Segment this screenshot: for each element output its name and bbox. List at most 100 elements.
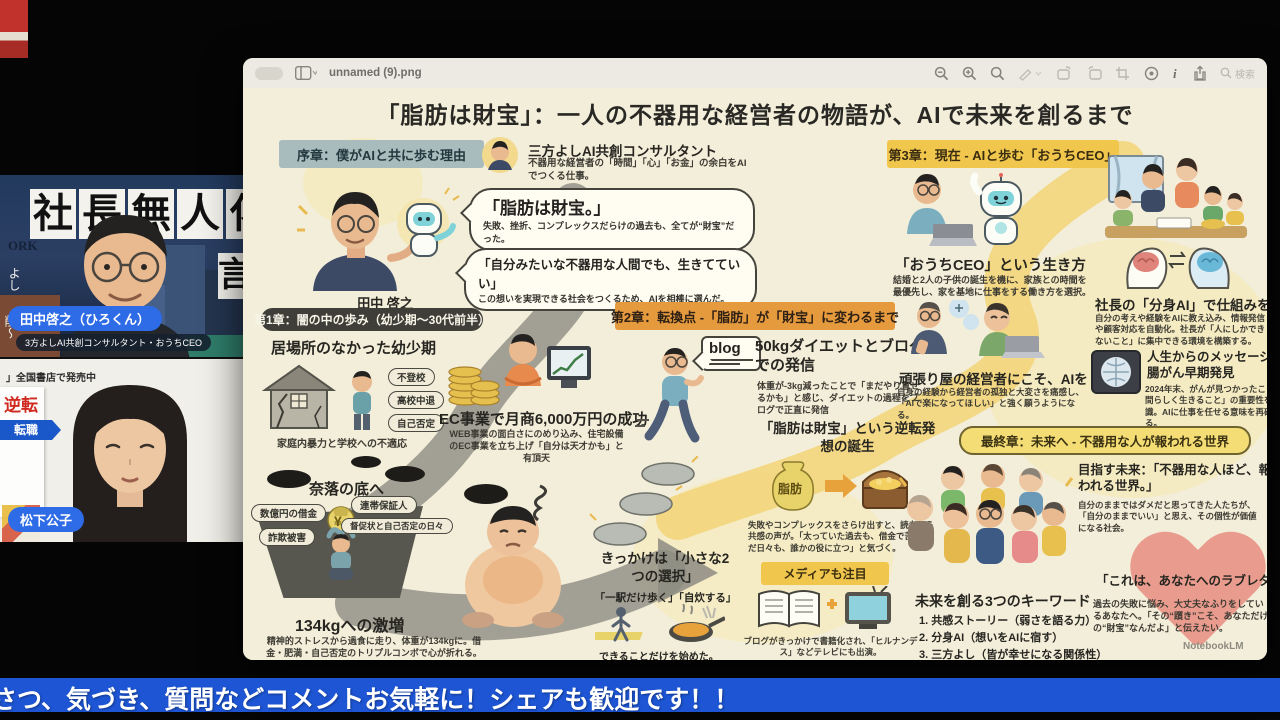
prologue-ribbon: 序章：僕がAIと共に歩む理由 xyxy=(268,140,495,168)
trigger-caption: できることだけを始めた。 xyxy=(599,652,719,660)
notebooklm-credit: NotebookLM xyxy=(1183,641,1244,652)
webcam-matsushita[interactable]: 」全国書店で発売中 逆転 転職 松下公子 xyxy=(0,357,243,542)
abyss-tag: 数億円の借金 xyxy=(251,504,327,522)
tanaka-name-badge: 田中啓之（ひろくん） xyxy=(8,306,163,331)
message-title: 人生からのメッセージ：直腸がん早期発見 xyxy=(1147,350,1267,380)
dark-cloud xyxy=(385,466,425,482)
book-and-tv-illustration xyxy=(758,586,891,629)
zoom-out-icon[interactable] xyxy=(934,66,949,81)
quote-desc: この想いを実現できる社会をつくるため、AIを相棒に選んだ。 xyxy=(478,294,730,304)
ec-desc: WEB事業の面白さにのめり込み、住宅設備のEC事業を立ち上げ「自分は天才かも」と… xyxy=(449,429,624,464)
stepping-stones-illustration xyxy=(589,456,698,546)
man-in-pit-illustration: ¥ xyxy=(326,506,356,580)
media-desc: ブログがきっかけで書籍化され、「ヒルナンデス」などテレビにも出演。 xyxy=(743,636,918,658)
ouchi-ceo-illustration xyxy=(907,172,1022,246)
trigger-choices: 「一駅だけ歩く」「自炊する」 xyxy=(594,592,737,604)
consultant-avatar xyxy=(482,137,518,173)
matsushita-portrait xyxy=(73,385,187,542)
dark-cloud xyxy=(351,456,381,468)
group-photo-illustration xyxy=(898,464,1073,564)
cracked-house-illustration xyxy=(261,364,337,429)
background-title-char: 化 xyxy=(226,189,243,239)
traffic-lights-placeholder[interactable] xyxy=(255,66,283,80)
search-field[interactable]: 検索 xyxy=(1220,66,1255,81)
keyword-item: 3. 三方よし（皆が幸せになる関係性） xyxy=(919,649,1108,660)
consultant-title: 三方よしAI共創コンサルタント xyxy=(528,144,717,159)
infographic-title: 「脂肪は財宝」：一人の不器用な経営者の物語が、AIで未来を創るまで xyxy=(376,102,1134,128)
crop-icon[interactable] xyxy=(1115,66,1131,81)
blog-walker-illustration xyxy=(635,348,704,443)
tanaka-title-badge: 3方よしAI共創コンサルタント・おうちCEO xyxy=(16,334,212,351)
background-title-char: 社 xyxy=(30,189,76,239)
preview-window: unnamed (9).png i 検索 xyxy=(243,58,1267,660)
search-icon xyxy=(1220,67,1232,79)
rotate-right-icon[interactable] xyxy=(1086,65,1102,81)
markup-pencil-icon[interactable] xyxy=(1018,66,1044,81)
future-desc: 自分のままではダメだと思ってきた人たちが、「自分のままでいい」と思え、その個性が… xyxy=(1078,500,1257,533)
book-promo-red-label: 逆転 xyxy=(4,396,38,415)
abyss-tag: 督促状と自己否定の日々 xyxy=(341,518,453,534)
family-illustration xyxy=(1105,155,1247,238)
childhood-title: 居場所のなかった幼少期 xyxy=(271,340,437,357)
quote-title: 「自分みたいな不器用な人間でも、生きてていい」 xyxy=(478,258,741,291)
chapter3-ribbon: 第3章：現在 - AIと歩む「おうちCEO」 xyxy=(876,140,1130,168)
childhood-caption: 家庭内暴力と学校への不適応 xyxy=(277,439,407,450)
dark-cloud xyxy=(267,470,311,488)
comment-banner: さつ、気づき、質問などコメントお気軽に！シェアも歓迎です！！ xyxy=(0,678,1280,712)
search-placeholder: 検索 xyxy=(1235,69,1255,81)
bunshin-desc: 自分の考えや経験をAIに教え込み、情報発信や顧客対応を自動化。社長が「人にしかで… xyxy=(1095,313,1266,346)
future-title: 目指す未来：「不器用な人ほど、報われる世界。」 xyxy=(1078,463,1267,494)
infographic-canvas[interactable]: 「脂肪は財宝」：一人の不器用な経営者の物語が、AIで未来を創るまで 序章：僕がA… xyxy=(243,88,1267,660)
abyss-tag: 詐欺被害 xyxy=(259,528,316,546)
zoom-fit-icon[interactable] xyxy=(990,66,1005,81)
share-icon[interactable] xyxy=(1193,65,1207,81)
alias-circle-icon[interactable] xyxy=(1144,66,1159,81)
abyss-tag: 連帯保証人 xyxy=(351,496,417,514)
webcam-tanaka[interactable]: 社 長 無 人 化 言 ORK よし 削〜 田中啓之（ひろくん） 3方よしAI共… xyxy=(0,175,243,357)
chapter2-ribbon: 第2章：転換点 -「脂肪」が「財宝」に変わるまで xyxy=(604,302,906,330)
letter-desc: 過去の失敗に悩み、大丈夫なふりをしているあなたへ。「その“躓き”こそ、あなただけ… xyxy=(1093,599,1267,634)
message-desc: 2024年末、がんが見つかったことで「人間らしく生きること」の重要性を再認識。A… xyxy=(1145,384,1267,429)
background-title-char: 人 xyxy=(177,189,223,239)
blog-bubble: blog xyxy=(701,336,761,371)
tag: 高校中退 xyxy=(388,391,445,409)
heart-illustration xyxy=(1131,534,1266,654)
info-icon[interactable]: i xyxy=(1172,66,1180,81)
fat-to-treasure-illustration xyxy=(772,461,908,511)
diet-desc: 体重が-3kg減ったことで「まだやり直せるかも」と感じ、ダイエットの過程をブログ… xyxy=(757,381,920,416)
tag: 不登校 xyxy=(388,368,435,386)
diet-title: 50kgダイエットとブログでの発信 xyxy=(755,338,925,374)
tag: 自己否定 xyxy=(388,414,445,432)
zoom-in-icon[interactable] xyxy=(962,66,977,81)
ganbari-desc: 自身の経験から経営者の孤独と大変さを痛感し、「AIで楽になってほしい」と強く願う… xyxy=(897,387,1085,420)
idea-desc: 失敗やコンプレックスをさらけ出すと、読者から共感の声が。「太っていた過去も、借金… xyxy=(748,520,935,553)
rotate-left-icon[interactable] xyxy=(1057,65,1073,81)
ganbari-title: 頑張り屋の経営者にこそ、AIを xyxy=(899,372,1088,387)
letter-title: 「これは、あなたへのラブレター」 xyxy=(1096,574,1267,588)
final-chapter-ribbon: 最終章：未来へ - 不器用な人が報われる世界 xyxy=(959,426,1251,455)
fat-bag-label: 脂肪 xyxy=(778,482,803,496)
idea-title: 「脂肪は財宝」という逆転発想の誕生 xyxy=(759,421,936,454)
clone-ai-brains-illustration xyxy=(1126,247,1230,289)
background-text-ork: ORK xyxy=(8,238,38,253)
ec-success-illustration xyxy=(448,334,591,406)
childhood-tags: 不登校 高校中退 自己否定 xyxy=(388,368,445,432)
background-title-char-partial: 言 xyxy=(218,253,243,299)
ec-title: EC事業で月商6,000万円の成功 xyxy=(439,411,648,428)
book-promo-text: 」全国書店で発売中 xyxy=(6,373,96,384)
ouchi-title: 「おうちCEO」という生き方 xyxy=(895,258,1086,274)
comment-banner-text: さつ、気づき、質問などコメントお気軽に！シェアも歓迎です！！ xyxy=(0,686,740,712)
matsushita-name-badge: 松下公子 xyxy=(8,507,85,532)
window-titlebar[interactable]: unnamed (9).png i 検索 xyxy=(243,58,1267,89)
weight-desc: 精神的ストレスから過食に走り、体重が134kgに。借金・肥満・自己否定のトリプル… xyxy=(266,636,482,659)
keyword-item: 2. 分身AI（想いをAIに宿す） xyxy=(919,632,1064,644)
weight-title: 134kgへの激増 xyxy=(295,618,405,635)
media-ribbon: メディアも注目 xyxy=(750,562,900,585)
sidebar-toggle-icon[interactable] xyxy=(295,66,317,80)
book-promo-arrow-label: 転職 xyxy=(0,420,61,440)
intro-character-illustration xyxy=(297,187,460,291)
abyss-title: 奈落の底へ xyxy=(309,481,385,498)
quote-desc: 失敗、挫折、コンプレックスだらけの過去も、全てが“財宝”だった。 xyxy=(483,221,735,244)
corner-book-decoration xyxy=(0,0,28,58)
keyword-item: 1. 共感ストーリー（弱さを語る力） xyxy=(919,615,1097,627)
